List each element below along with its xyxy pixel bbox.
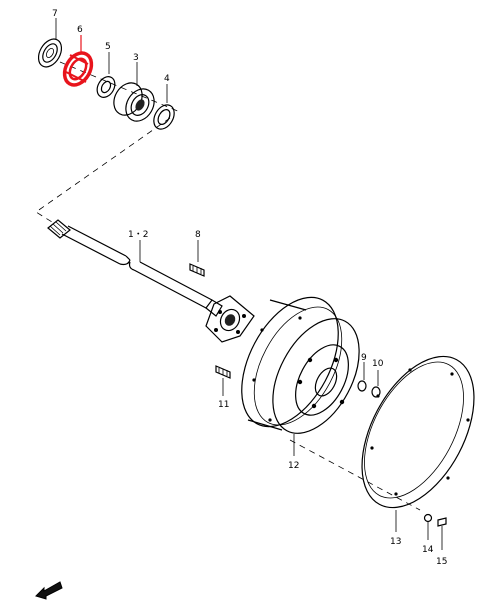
label-part-8: 8: [195, 230, 201, 240]
label-part-13: 13: [390, 537, 401, 547]
label-part-12: 12: [288, 461, 299, 471]
label-part-15: 15: [436, 557, 447, 567]
part-12-brake-drum[interactable]: [222, 281, 377, 456]
part-15-bolt[interactable]: [437, 517, 447, 550]
drum-axis-line: [289, 439, 421, 511]
part-9-plug[interactable]: [357, 362, 367, 392]
assembly-axis-line: [59, 61, 181, 113]
part-4-retainer-ring[interactable]: [150, 84, 179, 133]
part-3-bearing[interactable]: [108, 62, 160, 126]
label-part-14: 14: [422, 545, 434, 555]
part-14-screw[interactable]: [423, 513, 433, 541]
part-1-2-axle-shaft[interactable]: [47, 219, 255, 343]
label-part-1-2: 1・2: [128, 230, 148, 240]
assembly-axis-line-long: [35, 117, 171, 223]
part-8-stud-bolt[interactable]: [189, 240, 205, 277]
label-part-5: 5: [105, 42, 111, 52]
label-part-6: 6: [77, 25, 83, 35]
part-11-lug-nut[interactable]: [215, 365, 231, 396]
label-part-4: 4: [164, 74, 170, 84]
front-direction-arrow-icon: [35, 581, 63, 600]
part-10-plug[interactable]: [371, 370, 381, 398]
label-part-9: 9: [361, 353, 367, 363]
label-part-11: 11: [218, 400, 229, 410]
part-13-ring-plate[interactable]: [339, 338, 497, 532]
label-part-7: 7: [52, 9, 58, 19]
part-7-seal[interactable]: [34, 18, 66, 71]
part-6-oil-seal-highlighted[interactable]: [59, 35, 97, 90]
label-part-10: 10: [372, 359, 384, 369]
part-5-bushing[interactable]: [94, 52, 119, 101]
label-part-3: 3: [133, 53, 139, 63]
